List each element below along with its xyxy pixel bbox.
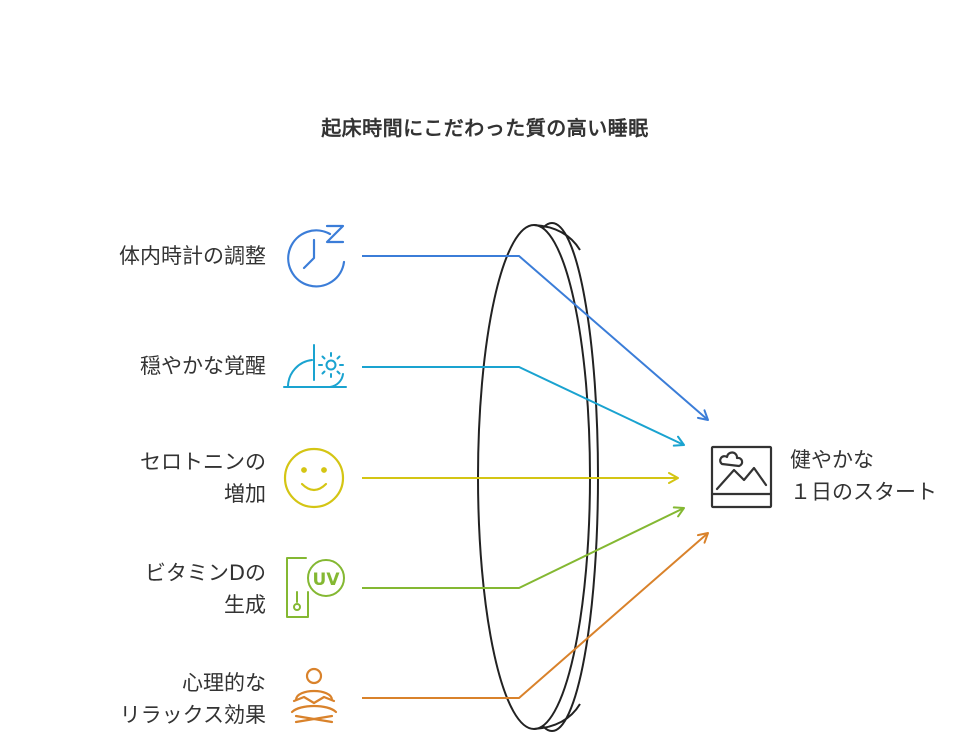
input-label-line: 心理的な — [182, 671, 266, 695]
uv-device-icon: UV — [286, 557, 345, 618]
output-label: 健やかな １日のスタート — [790, 444, 937, 508]
connector-vitamin-d — [362, 506, 685, 589]
input-label-line: 増加 — [224, 482, 266, 506]
input-label-line: 生成 — [224, 593, 266, 617]
diagram-title: 起床時間にこだわった質の高い睡眠 — [321, 116, 649, 140]
connector-gentle-awakening — [362, 366, 685, 447]
input-label-line: 体内時計の調整 — [119, 244, 266, 268]
svg-text:UV: UV — [313, 570, 341, 590]
connector-relaxation — [362, 532, 709, 699]
lens-rim — [533, 703, 581, 730]
output-label-line: 健やかな — [790, 448, 874, 472]
connector-body-clock — [362, 255, 709, 421]
input-label-relaxation: 心理的な リラックス効果 — [120, 667, 266, 731]
input-label-vitamin-d: ビタミンDの 生成 — [145, 557, 266, 621]
input-label-gentle-awakening: 穏やかな覚醒 — [140, 350, 266, 382]
output-label-line: １日のスタート — [790, 480, 937, 504]
input-label-serotonin: セロトニンの 増加 — [140, 446, 266, 510]
input-label-line: リラックス効果 — [119, 703, 266, 727]
input-label-line: セロトニンの — [140, 450, 266, 474]
input-label-body-clock: 体内時計の調整 — [119, 240, 266, 272]
smiley-icon — [283, 447, 345, 509]
clock-sleep-icon — [287, 224, 346, 288]
picture-icon — [710, 445, 773, 509]
lens-rim — [533, 224, 581, 251]
input-label-line: 穏やかな覚醒 — [140, 354, 266, 378]
sunrise-icon — [283, 344, 347, 388]
meditation-icon — [290, 667, 338, 724]
input-label-line: ビタミンDの — [144, 561, 266, 585]
